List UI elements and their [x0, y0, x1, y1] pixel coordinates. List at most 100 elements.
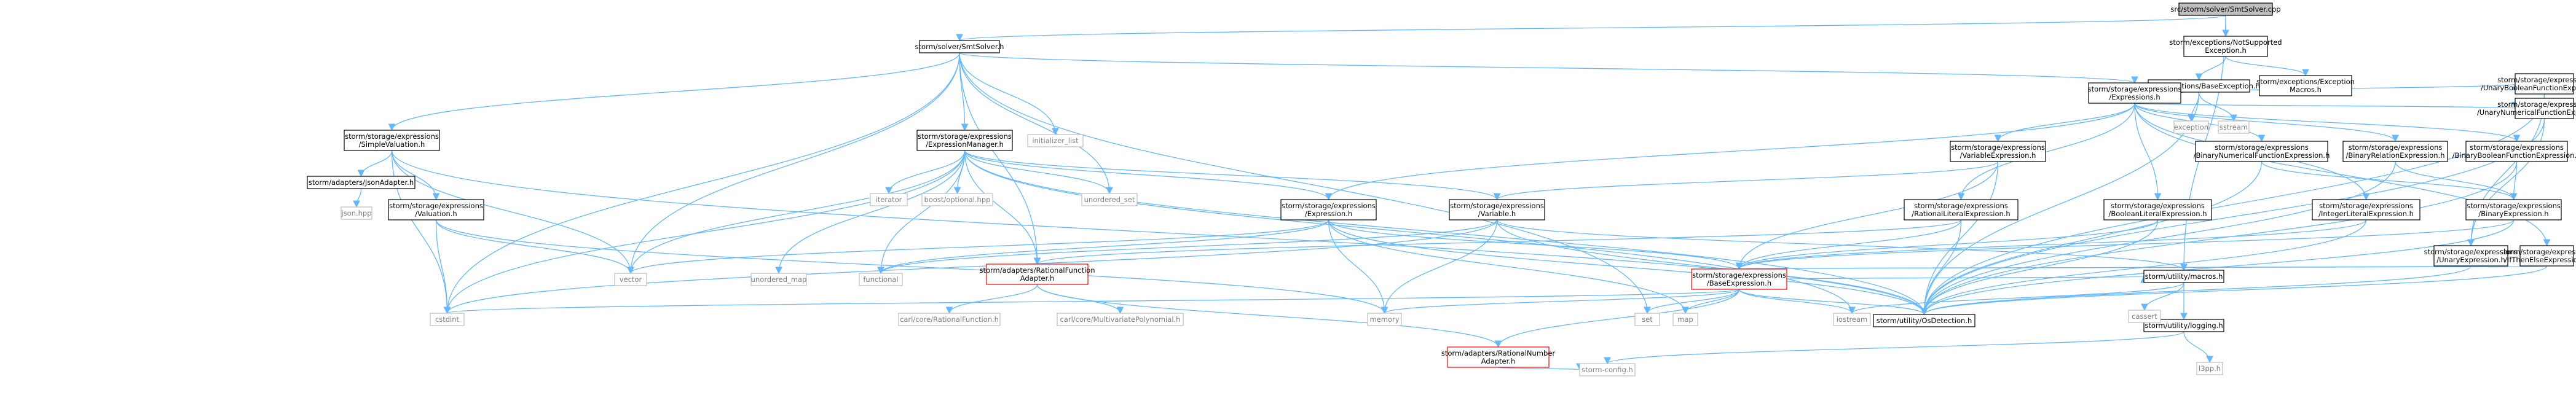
edge-exprmgr_h-to-unordered_map [775, 150, 966, 275]
node-valuation_h[interactable]: storm/storage/expressions/Valuation.h [388, 199, 484, 220]
edge-boollit_h-to-osdet_h [1920, 219, 2159, 316]
node-box-excmacros_h [2259, 75, 2352, 96]
node-label-baseexpr_h-0: storm/storage/expressions [1692, 271, 1786, 279]
node-box-set [1634, 313, 1660, 326]
edge-simpleval_h-to-jsonadapter_h [357, 150, 393, 178]
node-label-ratfunc_h-0: storm/adapters/RationalFunction [980, 266, 1095, 275]
node-label-vector-0: vector [620, 275, 642, 284]
edge-varexpr_h-to-variable_h [1493, 161, 1999, 201]
edge-expressions_h-to-binbool_h [2134, 103, 2521, 142]
node-label-variable_h-1: /Variable.h [1478, 209, 1516, 218]
node-functional: functional [859, 273, 903, 286]
edge-expression_h-to-vector [627, 219, 1329, 275]
node-jsonadapter_h[interactable]: storm/adapters/JsonAdapter.h [307, 176, 416, 189]
edge-expressions_h-to-boollit_h [2134, 103, 2162, 201]
node-intlit_h[interactable]: storm/storage/expressions/IntegerLiteral… [2312, 199, 2420, 220]
node-label-excmacros_h-0: storm/exceptions/Exception [2256, 77, 2355, 86]
edge-root-to-smtsolver_h [956, 15, 2226, 42]
edge-exprmgr_h-to-functional [877, 150, 966, 275]
node-label-unexpr_h-1: /UnaryExpression.h [2436, 256, 2505, 264]
node-label-expressions_h-0: storm/storage/expressions [2088, 85, 2182, 93]
node-label-ratlit_h-0: storm/storage/expressions [1914, 201, 2008, 210]
node-label-ratlit_h-1: /RationalLiteralExpression.h [1912, 209, 2010, 218]
edge-baseexpr_h-to-osdet_h [1738, 289, 1928, 316]
node-box-unbool_h [2515, 73, 2574, 95]
node-label-carl_multivar-0: carl/core/MultivariatePolynomial.h [1060, 315, 1181, 324]
edge-binrel_h-to-osdet_h [1920, 161, 2396, 316]
edge-smtsolver_h-to-expressions_h [959, 52, 2138, 84]
node-label-logging_h-0: storm/utility/logging.h [2145, 321, 2223, 330]
node-binbool_h[interactable]: storm/storage/expressions/BinaryBooleanF… [2452, 141, 2576, 162]
node-label-macros_h-0: storm/utility/macros.h [2145, 272, 2223, 281]
node-unexpr_h[interactable]: storm/storage/expressions/UnaryExpressio… [2424, 245, 2518, 267]
node-varexpr_h[interactable]: storm/storage/expressions/VariableExpres… [1950, 141, 2046, 162]
edge-notsupported_h-to-baseexc_h [2195, 56, 2226, 81]
edge-binbool_h-to-binexpr_h [2510, 161, 2518, 201]
node-expression_h[interactable]: storm/storage/expressions/Expression.h [1280, 199, 1377, 220]
node-ratlit_h[interactable]: storm/storage/expressions/RationalLitera… [1904, 199, 2019, 220]
node-exprmgr_h[interactable]: storm/storage/expressions/ExpressionMana… [916, 130, 1013, 151]
node-label-memory-0: memory [1369, 315, 1399, 324]
node-label-unnum_h-1: /UnaryNumericalFunctionExpression.h [2477, 108, 2576, 117]
edge-smtsolver_h-to-cstdint [443, 52, 960, 314]
node-carl_ratfunc: carl/core/RationalFunction.h [898, 313, 1001, 326]
edge-expression_h-to-functional [877, 219, 1329, 275]
node-unnum_h[interactable]: storm/storage/expressions/UnaryNumerical… [2477, 98, 2576, 119]
edge-baseexc_h-to-osdet_h [1920, 92, 2200, 316]
node-binnum_h[interactable]: storm/storage/expressions/BinaryNumerica… [2194, 141, 2330, 162]
edge-boollit_h-to-baseexpr_h [1735, 219, 2159, 270]
node-macros_h[interactable]: storm/utility/macros.h [2143, 270, 2224, 283]
node-box-ratnum_h [1447, 346, 1550, 368]
node-label-binnum_h-0: storm/storage/expressions [2215, 143, 2309, 152]
edge-baseexpr_h-to-macros_h [1786, 275, 2146, 284]
node-json_hpp: json.hpp [341, 206, 372, 220]
node-box-functional [859, 273, 903, 286]
edge-ratlit_h-to-ratfunc_h [1034, 219, 1962, 265]
node-osdet_h[interactable]: storm/utility/OsDetection.h [1873, 314, 1975, 327]
node-box-ratlit_h [1904, 199, 2019, 220]
node-l3pp: l3pp.h [2196, 362, 2223, 375]
node-boollit_h[interactable]: storm/storage/expressions/BooleanLiteral… [2103, 199, 2212, 220]
edge-expressions_h-to-ratlit_h [1957, 103, 2135, 201]
node-unbool_h[interactable]: storm/storage/expressions/UnaryBooleanFu… [2481, 73, 2576, 95]
node-logging_h[interactable]: storm/utility/logging.h [2143, 319, 2224, 332]
node-box-unordered_set [1081, 193, 1138, 206]
node-label-ite_h-1: /IfThenElseExpression.h [2505, 256, 2576, 264]
node-label-variable_h-0: storm/storage/expressions [1450, 201, 1544, 210]
edge-baseexpr_h-to-ratnum_h [1494, 289, 1740, 348]
edge-expression_h-to-baseexpr_h [1328, 219, 1743, 270]
node-box-unordered_map [750, 273, 807, 286]
node-label-unbool_h-1: /UnaryBooleanFunctionExpression.h [2481, 84, 2576, 92]
node-ite_h[interactable]: storm/storage/expressions/IfThenElseExpr… [2500, 245, 2576, 267]
edge-exprmgr_h-to-boostopt [953, 150, 966, 195]
edge-expressions_h-to-varexpr_h [1994, 103, 2135, 142]
node-binrel_h[interactable]: storm/storage/expressions/BinaryRelation… [2342, 141, 2448, 162]
node-variable_h[interactable]: storm/storage/expressions/Variable.h [1449, 199, 1545, 220]
node-box-intlit_h [2312, 199, 2420, 220]
node-expressions_h[interactable]: storm/storage/expressions/Expressions.h [2088, 82, 2182, 104]
node-root[interactable]: src/storm/solver/SmtSolver.cpp [2170, 2, 2281, 16]
edge-smtsolver_h-to-simpleval_h [388, 52, 960, 131]
node-box-sstream [2218, 120, 2250, 134]
node-label-boostopt-0: boost/optional.hpp [924, 195, 991, 204]
node-label-initlist-0: initializer_list [1032, 136, 1079, 145]
node-box-boostopt [921, 193, 993, 206]
node-baseexpr_h[interactable]: storm/storage/expressions/BaseExpression… [1691, 268, 1787, 290]
node-layer: src/storm/solver/SmtSolver.cpp storm/solv… [307, 2, 2576, 377]
node-label-binexpr_h-1: /BinaryExpression.h [2478, 209, 2548, 218]
node-label-binbool_h-0: storm/storage/expressions [2470, 143, 2564, 152]
node-label-ratnum_h-0: storm/adapters/RationalNumber [1441, 349, 1556, 357]
node-box-valuation_h [388, 199, 484, 220]
node-smtsolver_h[interactable]: storm/solver/SmtSolver.h [915, 40, 1004, 53]
node-iterator: iterator [870, 193, 908, 206]
edge-binnum_h-to-osdet_h [1920, 161, 2263, 316]
node-binexpr_h[interactable]: storm/storage/expressions/BinaryExpressi… [2465, 199, 2562, 220]
node-label-exprmgr_h-1: /ExpressionManager.h [926, 140, 1004, 149]
node-simpleval_h[interactable]: storm/storage/expressions/SimpleValuatio… [344, 130, 440, 151]
node-label-intlit_h-1: /IntegerLiteralExpression.h [2318, 209, 2414, 218]
edge-varexpr_h-to-baseexpr_h [1735, 161, 1999, 270]
